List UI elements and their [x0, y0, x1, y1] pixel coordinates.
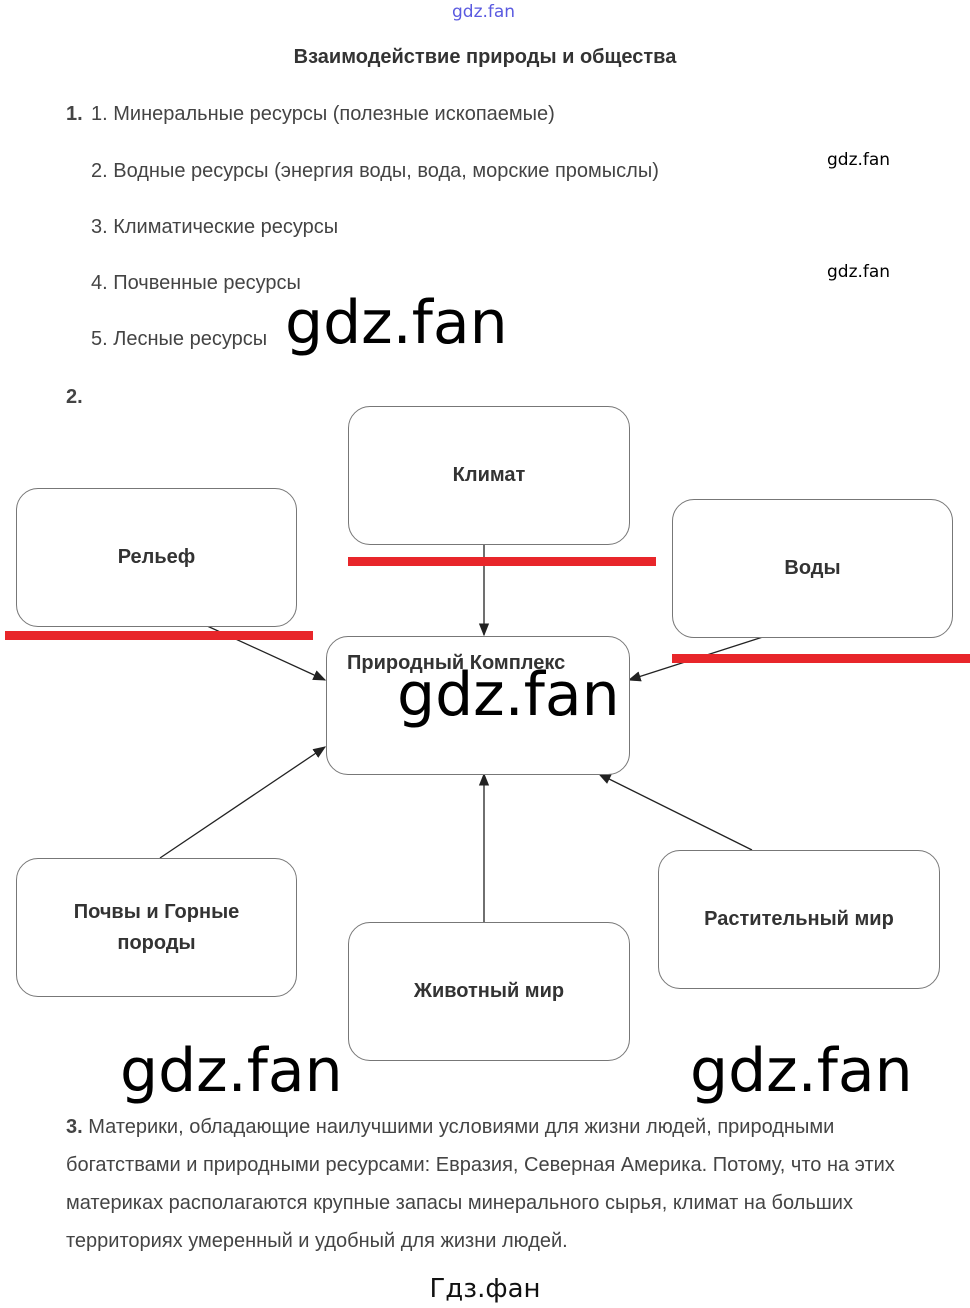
arrow-flora	[597, 773, 753, 851]
section3-paragraph: 3. Материки, обладающие наилучшими услов…	[66, 1108, 936, 1260]
watermark-small: gdz.fan	[827, 150, 891, 170]
section3-text: Материки, обладающие наилучшими условиям…	[66, 1116, 895, 1252]
list-item: 1. Минеральные ресурсы (полезные ископае…	[91, 103, 555, 125]
watermark-large: gdz.fan	[690, 1036, 913, 1106]
box-climate: Климат	[348, 406, 630, 545]
section1-number: 1.	[66, 103, 83, 125]
box-waters: Воды	[672, 499, 953, 638]
box-label: Почвы и Горные породы	[73, 900, 240, 954]
list-item: 4. Почвенные ресурсы	[91, 272, 301, 294]
box-label: Рельеф	[117, 546, 196, 568]
box-soils: Почвы и Горные породы	[16, 858, 297, 997]
page-title: Взаимодействие природы и общества	[293, 46, 677, 68]
section3-number: 3.	[66, 1116, 83, 1138]
watermark-small: gdz.fan	[827, 262, 891, 282]
list-item: 3. Климатические ресурсы	[91, 216, 339, 238]
box-flora: Растительный мир	[658, 850, 940, 989]
box-label: Воды	[784, 557, 841, 579]
box-label: Растительный мир	[704, 908, 894, 930]
header-watermark: gdz.fan	[452, 2, 516, 22]
watermark-large: gdz.fan	[285, 288, 508, 358]
highlight-line	[5, 631, 313, 640]
box-natural-complex: Природный Комплекс	[326, 636, 630, 775]
watermark-large: gdz.fan	[397, 660, 620, 730]
box-fauna: Животный мир	[348, 922, 630, 1061]
list-item: 5. Лесные ресурсы	[91, 328, 268, 350]
box-label: Климат	[452, 464, 526, 486]
box-relief: Рельеф	[16, 488, 297, 627]
box-label: Животный мир	[413, 980, 565, 1002]
list-item: 2. Водные ресурсы (энергия воды, вода, м…	[91, 160, 659, 182]
watermark-large: gdz.fan	[120, 1036, 343, 1106]
highlight-line	[348, 557, 656, 566]
highlight-line	[672, 654, 970, 663]
box-label: Природный Комплекс	[347, 652, 566, 674]
section2-number: 2.	[66, 386, 83, 408]
arrow-soils	[159, 746, 327, 859]
footer-watermark: Гдз.фан	[429, 1274, 541, 1304]
